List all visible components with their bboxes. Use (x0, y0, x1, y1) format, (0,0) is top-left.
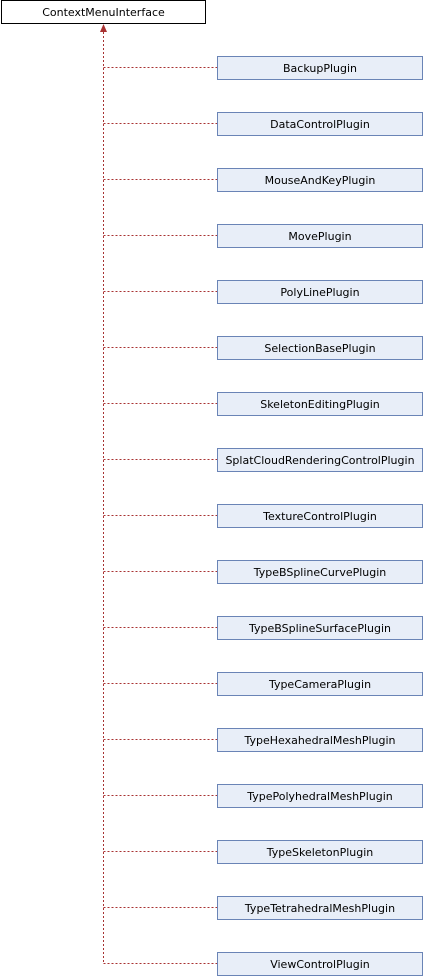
derived-class-label: TypeCameraPlugin (268, 678, 371, 691)
derived-class-label: PolyLinePlugin (280, 286, 359, 299)
derived-class-node[interactable]: MovePlugin (217, 224, 423, 248)
derived-class-label: TextureControlPlugin (262, 510, 377, 523)
derived-class-box (217, 336, 423, 360)
derived-class-box (217, 784, 423, 808)
derived-class-label: TypeBSplineCurvePlugin (253, 566, 387, 579)
base-class-label: ContextMenuInterface (42, 6, 165, 19)
derived-class-box (217, 392, 423, 416)
derived-class-node[interactable]: SplatCloudRenderingControlPlugin (217, 448, 423, 472)
derived-class-node[interactable]: MouseAndKeyPlugin (217, 168, 423, 192)
derived-class-box (217, 168, 423, 192)
derived-class-label: TypePolyhedralMeshPlugin (246, 790, 393, 803)
derived-class-node[interactable]: TextureControlPlugin (217, 504, 423, 528)
derived-class-label: SelectionBasePlugin (264, 342, 375, 355)
derived-class-node[interactable]: SelectionBasePlugin (217, 336, 423, 360)
derived-class-box (217, 112, 423, 136)
derived-class-label: MovePlugin (288, 230, 351, 243)
derived-class-node[interactable]: BackupPlugin (217, 56, 423, 80)
derived-class-box (217, 280, 423, 304)
derived-class-box (217, 728, 423, 752)
derived-class-box (217, 896, 423, 920)
derived-class-node[interactable]: TypeBSplineCurvePlugin (217, 560, 423, 584)
base-class-box (1, 0, 206, 24)
derived-class-node[interactable]: ViewControlPlugin (217, 952, 423, 976)
derived-class-node[interactable]: DataControlPlugin (217, 112, 423, 136)
derived-class-box (217, 56, 423, 80)
derived-class-node[interactable]: PolyLinePlugin (217, 280, 423, 304)
derived-class-box (217, 504, 423, 528)
derived-class-node[interactable]: TypePolyhedralMeshPlugin (217, 784, 423, 808)
inheritance-arrowhead (100, 24, 107, 32)
derived-class-label: TypeHexahedralMeshPlugin (243, 734, 395, 747)
derived-class-label: ViewControlPlugin (270, 958, 370, 971)
derived-class-node[interactable]: TypeBSplineSurfacePlugin (217, 616, 423, 640)
derived-class-label: SkeletonEditingPlugin (260, 398, 380, 411)
derived-class-node[interactable]: SkeletonEditingPlugin (217, 392, 423, 416)
derived-class-box (217, 448, 423, 472)
derived-class-label: TypeBSplineSurfacePlugin (248, 622, 391, 635)
derived-class-list: BackupPluginDataControlPluginMouseAndKey… (103, 56, 423, 976)
derived-class-box (217, 560, 423, 584)
derived-class-node[interactable]: TypeTetrahedralMeshPlugin (217, 896, 423, 920)
derived-class-node[interactable]: TypeHexahedralMeshPlugin (217, 728, 423, 752)
derived-class-label: SplatCloudRenderingControlPlugin (225, 454, 414, 467)
derived-class-box (217, 224, 423, 248)
derived-class-label: TypeSkeletonPlugin (266, 846, 374, 859)
base-class-node[interactable]: ContextMenuInterface (1, 0, 206, 24)
derived-class-node[interactable]: TypeSkeletonPlugin (217, 840, 423, 864)
derived-class-label: DataControlPlugin (270, 118, 370, 131)
derived-class-node[interactable]: TypeCameraPlugin (217, 672, 423, 696)
derived-class-label: MouseAndKeyPlugin (265, 174, 376, 187)
derived-class-label: BackupPlugin (283, 62, 357, 75)
derived-class-box (217, 672, 423, 696)
derived-class-box (217, 840, 423, 864)
derived-class-label: TypeTetrahedralMeshPlugin (244, 902, 395, 915)
derived-class-box (217, 616, 423, 640)
